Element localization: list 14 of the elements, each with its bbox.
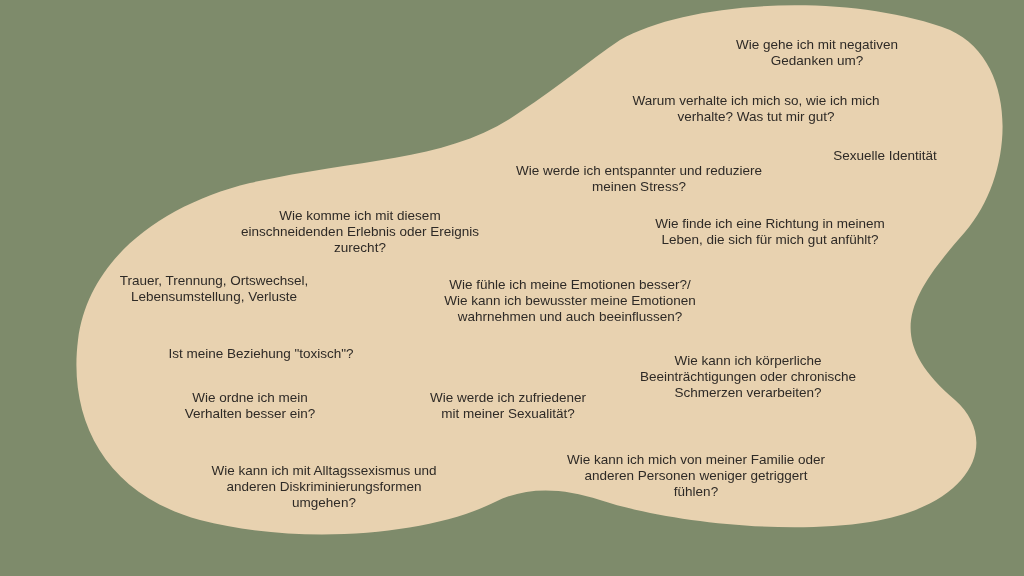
question-text: Ist meine Beziehung "toxisch"?: [168, 346, 354, 362]
question-text: Wie gehe ich mit negativen Gedanken um?: [734, 37, 900, 69]
question-text: Wie komme ich mit diesem einschneidenden Erlebnis oder Ereignis zurecht?: [240, 208, 480, 256]
question-text: Wie werde ich zufriedener mit meiner Sexualität?: [428, 390, 588, 422]
question-text: Wie kann ich mich von meiner Familie oder anderen Personen weniger getriggert fühlen?: [565, 452, 827, 500]
question-text: Wie ordne ich mein Verhalten besser ein?: [183, 390, 317, 422]
question-text: Wie kann ich körperliche Beeinträchtigungen oder chronische Schmerzen verarbeiten?: [638, 353, 858, 401]
topic-text: Trauer, Trennung, Ortswechsel, Lebensumstellung, Verluste: [118, 273, 310, 305]
topic-text: Sexuelle Identität: [833, 148, 937, 164]
question-text: Wie fühle ich meine Emotionen besser?/ Wie kann ich bewusster meine Emotionen wahrnehmen und auch beeinflussen?: [443, 277, 697, 325]
question-text: Warum verhalte ich mich so, wie ich mich verhalte? Was tut mir gut?: [631, 93, 881, 125]
question-text: Wie finde ich eine Richtung in meinem Leben, die sich für mich gut anfühlt?: [654, 216, 886, 248]
question-text: Wie werde ich entspannter und reduziere meinen Stress?: [514, 163, 764, 195]
question-text: Wie kann ich mit Alltagssexismus und anderen Diskriminierungsformen umgehen?: [210, 463, 438, 511]
